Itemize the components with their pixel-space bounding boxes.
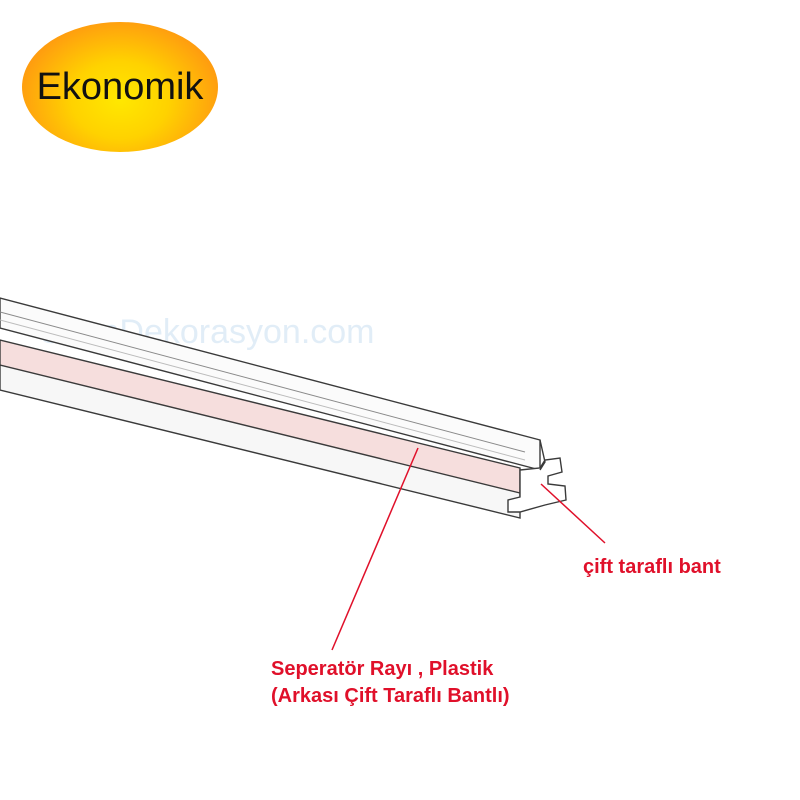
rail-label: Seperatör Rayı , Plastik (Arkası Çift Ta… — [271, 656, 510, 710]
rail-base — [0, 364, 521, 519]
rail-groove-line — [0, 319, 526, 461]
badge-label: Ekonomik — [36, 65, 204, 108]
tape-callout-line — [540, 483, 606, 544]
rail-label-line1: Seperatör Rayı , Plastik — [271, 658, 494, 680]
rail-label-line2: (Arkası Çift Taraflı Bantlı) — [271, 685, 510, 707]
rail-end-profile — [539, 439, 546, 471]
ekonomik-badge: Ekonomik — [22, 22, 218, 152]
rail-end-profile — [507, 457, 567, 513]
tape-label: çift taraflı bant — [583, 556, 721, 578]
rail-groove-line — [0, 311, 526, 453]
rail-callout-line — [331, 447, 419, 651]
